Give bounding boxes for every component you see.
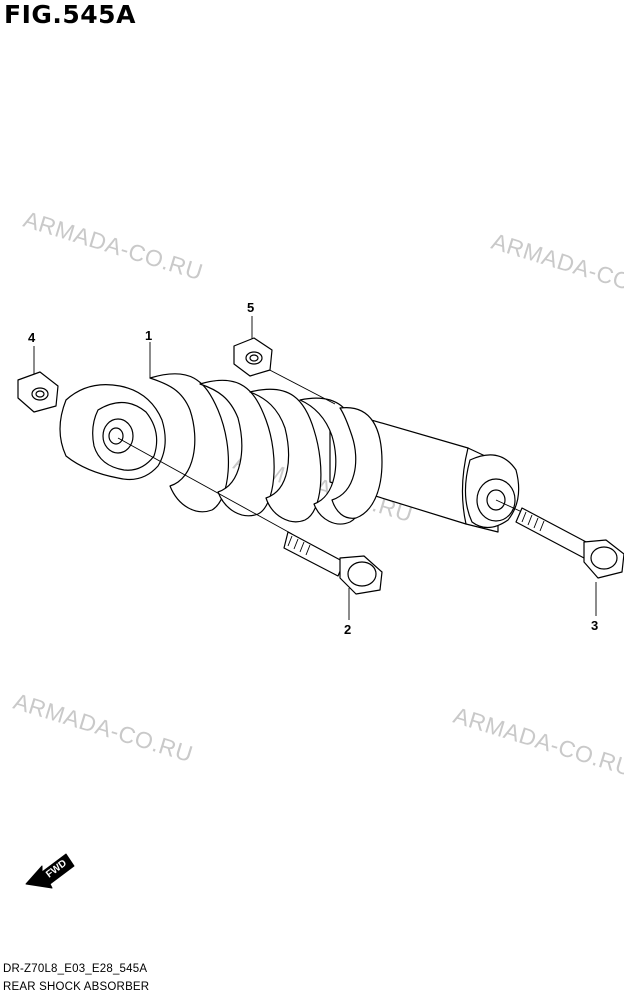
- upper-eye: [59, 384, 166, 481]
- callout-5: 5: [247, 300, 254, 315]
- coil-spring: [149, 373, 383, 525]
- watermark: ARMADA-CO.RU: [21, 206, 207, 285]
- leader-lines: [33, 316, 597, 620]
- callout-4: 4: [28, 330, 36, 345]
- bolt-part-2: [283, 531, 383, 595]
- callout-1: 1: [145, 328, 152, 343]
- diagram-name: REAR SHOCK ABSORBER: [3, 981, 150, 993]
- lower-eye: [464, 454, 520, 529]
- nut-part-4: [17, 371, 59, 413]
- watermark: ARMADA-CO.RU: [489, 228, 624, 307]
- diagram-code: DR-Z70L8_E03_E28_545A: [3, 963, 148, 975]
- fwd-arrow-icon: FWD: [25, 853, 75, 889]
- watermark: ARMADA-CO.RU: [11, 688, 197, 767]
- watermark: ARMADA-CO.RU: [451, 702, 624, 781]
- callout-3: 3: [591, 618, 598, 633]
- callout-labels: 1 2 3 4 5: [28, 300, 598, 637]
- figure-title: FIG.545A: [4, 0, 136, 29]
- nut-part-5: [233, 337, 273, 377]
- bolt-part-3: [515, 507, 624, 579]
- callout-2: 2: [344, 622, 351, 637]
